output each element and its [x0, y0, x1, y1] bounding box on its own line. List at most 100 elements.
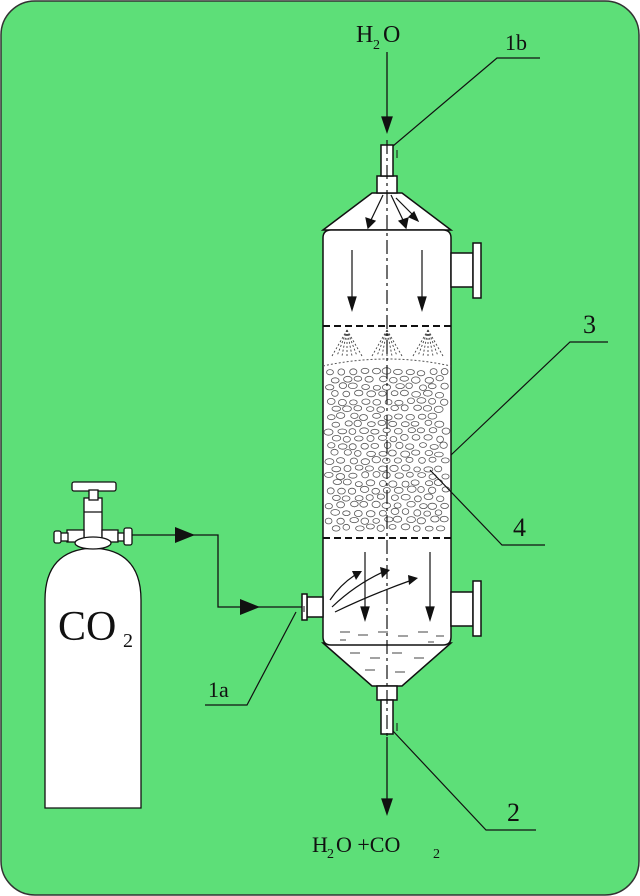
packing-pebble: [417, 486, 425, 493]
packing-pebble: [326, 487, 335, 495]
packing-pebble: [365, 494, 374, 501]
packing-pebble: [324, 517, 333, 525]
packing-pebble: [331, 435, 342, 442]
spray-line: [386, 329, 398, 357]
packing-pebble: [342, 478, 352, 486]
packing-pebble: [372, 471, 381, 478]
packing-pebble: [376, 406, 385, 413]
packing-pebble: [435, 375, 444, 382]
leader-2: [392, 730, 536, 831]
packing-pebble: [405, 414, 415, 421]
packing-pebble: [434, 509, 443, 516]
packing-pebble: [439, 515, 449, 523]
cylinder-label-subscript: 2: [123, 630, 133, 652]
packing-pebble: [427, 502, 438, 510]
packing-pebble: [412, 525, 421, 532]
packing-pebble: [383, 441, 392, 449]
packing-pebble: [378, 510, 387, 517]
packing-pebble: [434, 465, 443, 473]
packing-pebble: [439, 441, 448, 449]
packing-pebble: [372, 367, 381, 375]
packing-pebble: [434, 392, 444, 399]
packing-pebble: [416, 397, 427, 404]
packing-pebble: [360, 458, 370, 465]
packing-pebble: [390, 507, 400, 515]
packing-pebble: [424, 376, 434, 384]
packing-pebble: [406, 501, 416, 508]
cylinder-valve-knob: [74, 536, 112, 550]
packing-pebble: [332, 479, 343, 485]
packing-pebble: [353, 375, 363, 382]
packing-pebble: [424, 449, 434, 456]
packing-pebble: [359, 500, 369, 508]
packing-pebble: [436, 495, 445, 502]
packing-pebble: [428, 397, 437, 405]
packing-pebble: [366, 510, 376, 518]
packing-pebble: [366, 406, 375, 412]
spray-line: [346, 329, 353, 357]
packing-pebble: [401, 464, 411, 472]
packing-pebble: [384, 399, 393, 406]
packing-pebble: [399, 389, 409, 397]
packing-pebble: [427, 383, 437, 390]
callout-4: 4: [513, 513, 526, 542]
packing-pebble: [354, 435, 364, 442]
packing-pebble: [336, 501, 345, 509]
packing-pebble: [361, 398, 371, 405]
packing-pebble: [344, 420, 353, 427]
packing-pebble: [419, 503, 428, 510]
packing-pebble: [326, 369, 334, 376]
gas-inlet-nozzle: [306, 596, 324, 618]
packing-pebble: [376, 493, 385, 500]
packing-pebble: [371, 487, 380, 495]
flow-arrow-down-1: [347, 296, 357, 313]
packing-pebble: [410, 420, 420, 427]
packing-pebble: [429, 444, 439, 450]
water-inlet-label-sub: 2: [373, 38, 380, 53]
packing-pebble: [335, 473, 346, 480]
packing-pebble: [418, 457, 426, 464]
packing-pebble: [401, 480, 410, 488]
packing-pebble: [360, 517, 369, 525]
packing-pebble: [383, 414, 393, 421]
packing-pebble: [324, 471, 334, 478]
packing-pebble: [384, 516, 394, 523]
packing-pebble: [390, 404, 399, 411]
gas-rise-arrow-2: [380, 567, 390, 578]
packing-pebble: [359, 414, 368, 421]
packing-pebble: [400, 421, 410, 428]
packing-pebble: [342, 435, 351, 443]
spray-line: [412, 329, 429, 357]
packing-pebble: [371, 456, 381, 464]
leader-3: [450, 341, 608, 456]
gas-flow-arrow-1: [175, 527, 195, 543]
packing-pebble: [342, 390, 351, 398]
packing-pebble: [423, 510, 432, 517]
packing-pebble: [336, 517, 345, 525]
packing-pebble: [378, 465, 388, 472]
flow-arrow-down-3: [360, 606, 370, 623]
packing-pebble: [377, 434, 388, 441]
packing-pebble: [366, 390, 377, 398]
packing-pebble: [338, 443, 348, 450]
packing-pebble: [406, 471, 414, 478]
packing-pebble: [400, 404, 409, 412]
packing-pebble: [394, 472, 404, 479]
packing-pebble: [347, 487, 357, 495]
packing-pebble: [354, 389, 364, 397]
packing-pebble: [441, 427, 451, 435]
spray-nozzles: [331, 329, 444, 357]
gas-rise-arrow-3: [408, 575, 418, 585]
packing-pebble: [400, 523, 411, 531]
packing-pebble: [413, 404, 422, 411]
packing-pebble: [336, 457, 346, 464]
packing-pebble: [430, 515, 440, 523]
packing-pebble: [337, 368, 346, 376]
packing-pebble: [413, 509, 422, 517]
packing-pebble: [440, 457, 450, 464]
leader-4: [429, 469, 545, 546]
packing-pebble: [331, 421, 340, 428]
outlet-label-h: H: [312, 832, 328, 857]
packing-pebble: [353, 405, 363, 412]
packing-pebble: [348, 428, 357, 435]
